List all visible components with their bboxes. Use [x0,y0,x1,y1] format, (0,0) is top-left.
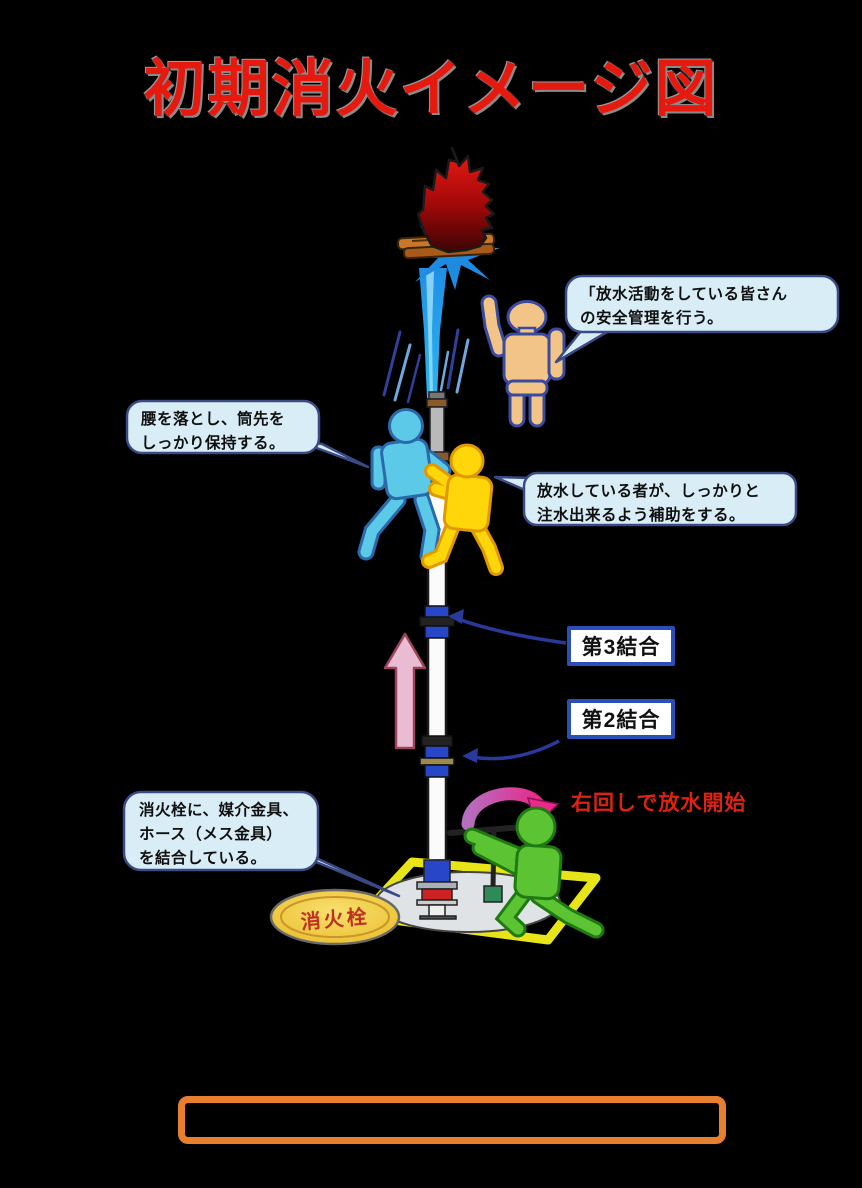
bottom-empty-frame [178,1096,726,1144]
hose-coupling-3 [419,605,455,639]
hydrant-operator-figure [463,806,605,939]
coupling-pointer-arrows [448,609,567,763]
note-open-valve: 右回しで放水開始 [571,792,747,815]
speech-bubble-supervisor: 「放水活動をしている皆さん の安全管理を行う。 [580,286,788,328]
water-jet [419,268,447,398]
page-title: 初期消火イメージ図 [143,52,719,125]
label-coupling-2: 第2結合 [567,699,675,739]
spray-motion-lines [382,328,470,404]
flow-direction-up-arrow-icon [383,632,427,750]
safety-supervisor-figure [480,294,566,428]
hose-coupling-2 [419,735,455,778]
speech-bubble-shapes [122,274,840,898]
speech-bubble-nozzle-holder: 腰を落とし、筒先を しっかり保持する。 [141,411,286,453]
label-coupling-3: 第3結合 [567,626,675,666]
speech-bubble-assistant: 放水している者が、しっかりと 注水出来るよう補助をする。 [537,483,761,525]
speech-bubble-hydrant-operator: 消火栓に、媒介金具、 ホース（メス金具） を結合している。 [139,802,299,868]
flame-icon [416,146,496,254]
assistant-figure [421,443,504,576]
hydrant-plate [269,888,401,946]
